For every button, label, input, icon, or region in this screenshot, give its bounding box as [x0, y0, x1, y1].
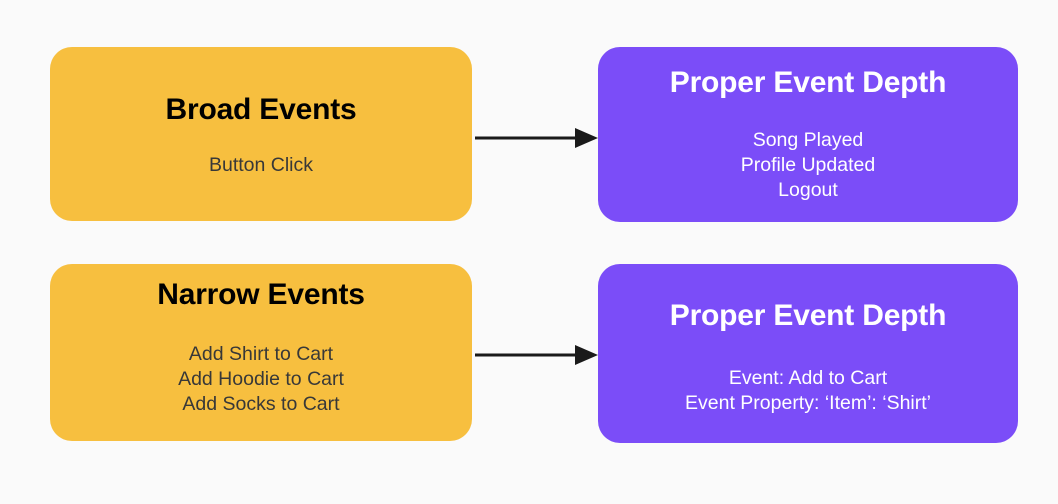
node-proper-event-depth-broad[interactable]: Proper Event Depth Song Played Profile U…: [598, 47, 1018, 222]
node-body: Song Played Profile Updated Logout: [741, 128, 875, 203]
node-body-line: Button Click: [208, 154, 314, 176]
node-body-line: Song Played: [752, 129, 864, 151]
node-body: Add Shirt to Cart Add Hoodie to Cart Add…: [178, 342, 344, 417]
node-body-line: Logout: [778, 179, 838, 201]
node-title: Proper Event Depth: [669, 299, 947, 332]
node-body: Event: Add to Cart Event Property: ‘Item…: [685, 366, 931, 416]
node-body-line: Event: Add to Cart: [728, 367, 888, 389]
node-broad-events[interactable]: Broad Events Button Click: [50, 47, 472, 221]
node-body-line: Add Socks to Cart: [182, 393, 340, 415]
node-title: Broad Events: [165, 93, 357, 126]
arrow-right-icon: [475, 128, 598, 148]
node-body-line: Add Hoodie to Cart: [178, 368, 344, 390]
arrow-right-icon: [475, 345, 598, 365]
node-body-line: Profile Updated: [740, 154, 876, 176]
node-body-line: Add Shirt to Cart: [188, 343, 334, 365]
node-title: Narrow Events: [157, 278, 365, 311]
node-title: Proper Event Depth: [669, 66, 947, 99]
node-proper-event-depth-narrow[interactable]: Proper Event Depth Event: Add to Cart Ev…: [598, 264, 1018, 443]
node-narrow-events[interactable]: Narrow Events Add Shirt to Cart Add Hood…: [50, 264, 472, 441]
node-body-line: Event Property: ‘Item’: ‘Shirt’: [685, 392, 931, 414]
node-body: Button Click: [209, 153, 313, 178]
